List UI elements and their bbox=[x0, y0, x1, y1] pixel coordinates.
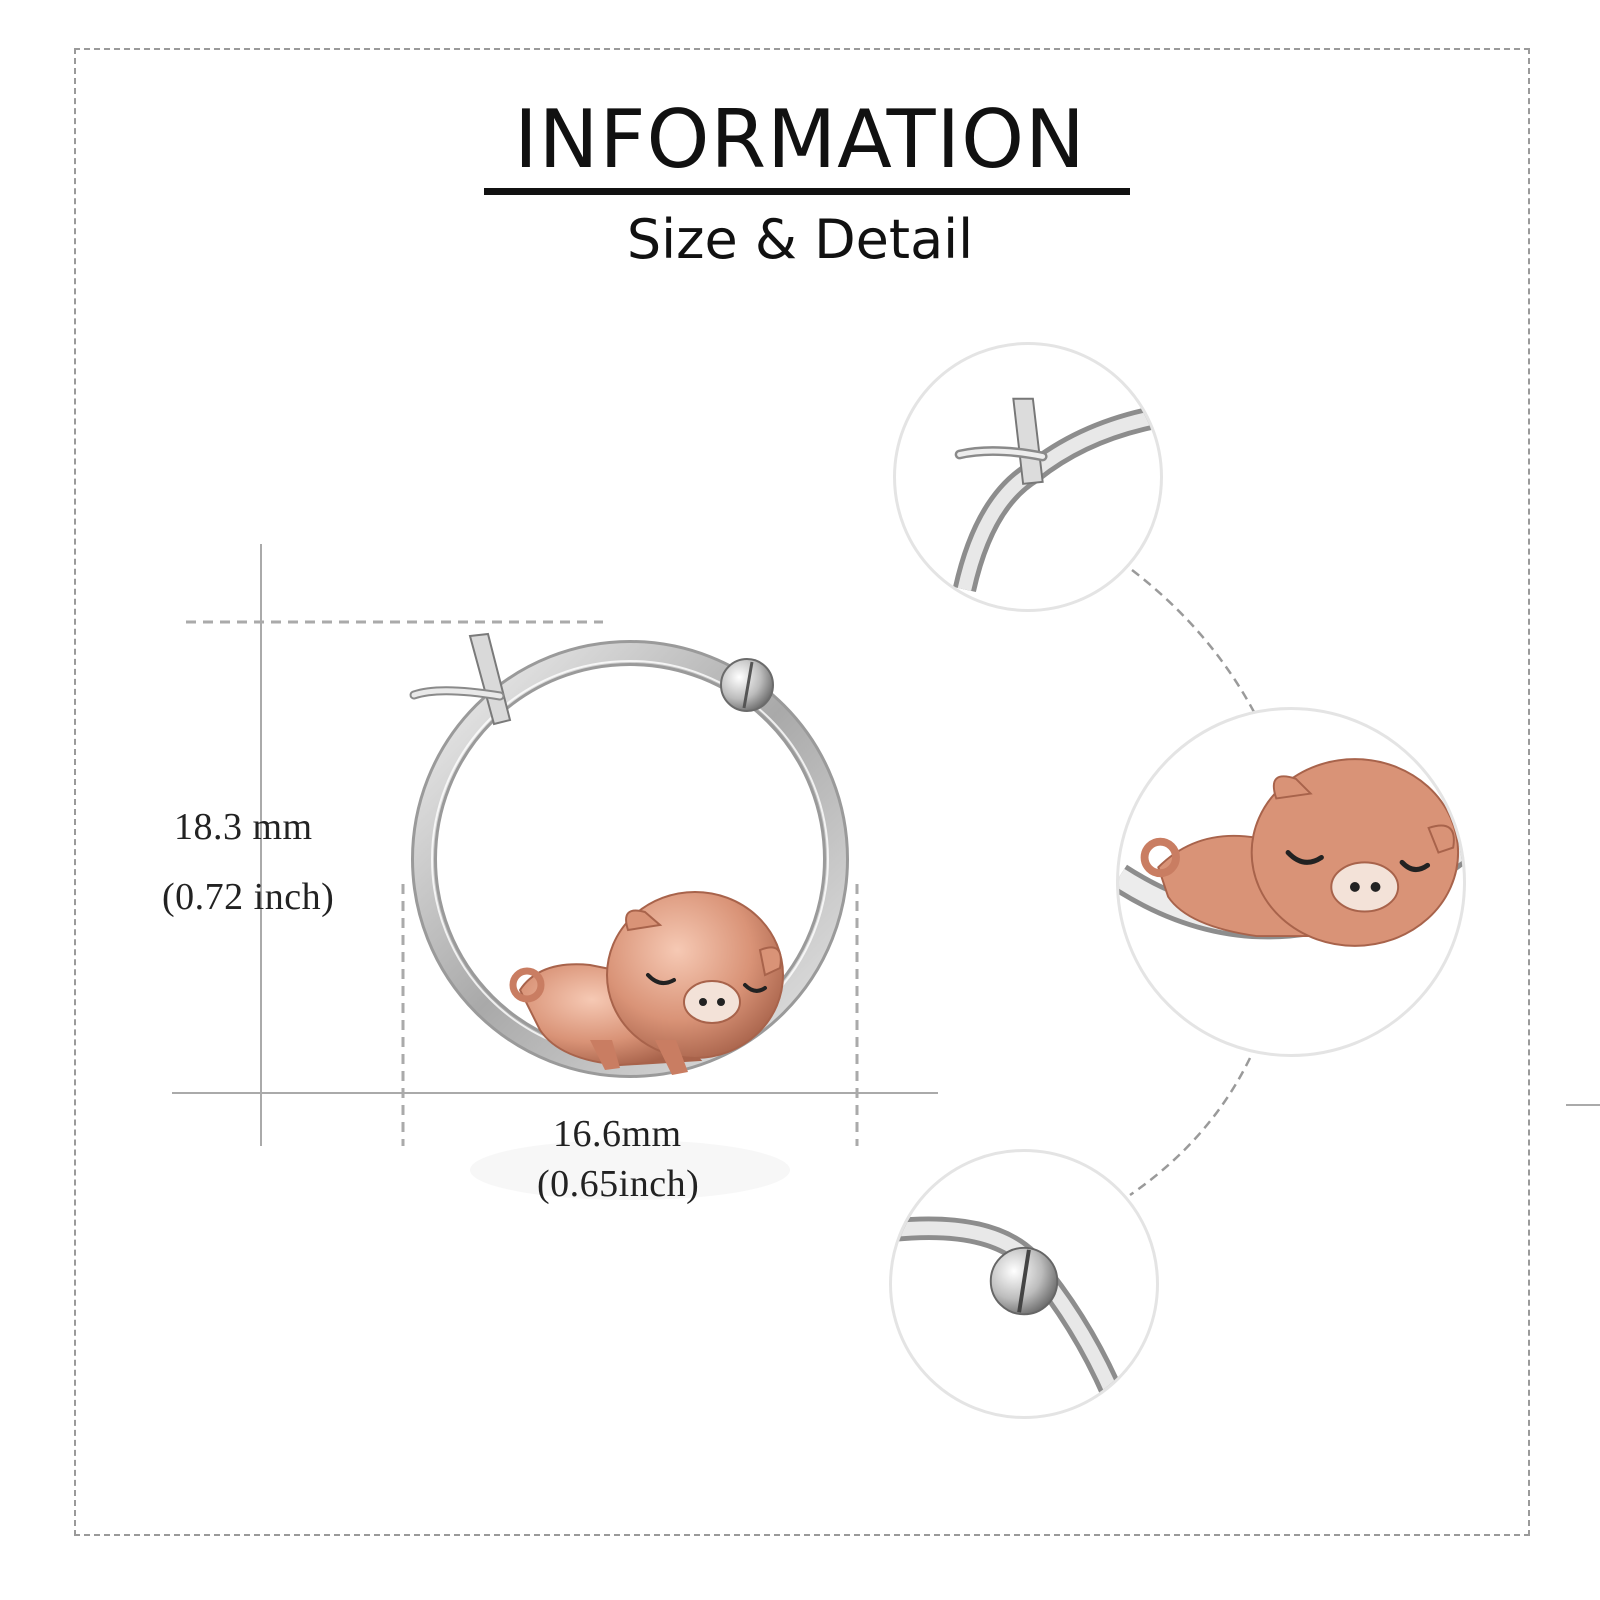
clasp-hook-icon bbox=[952, 397, 1153, 593]
sleeping-pig-icon bbox=[1119, 758, 1463, 947]
height-mm-label: 18.3 mm bbox=[174, 806, 313, 848]
detail-clasp bbox=[893, 342, 1163, 612]
height-inch-label: (0.72 inch) bbox=[162, 876, 335, 918]
detail-connector bbox=[1129, 569, 1256, 1197]
detail-hinge bbox=[889, 1149, 1159, 1419]
page-title: INFORMATION bbox=[514, 93, 1086, 186]
reflection bbox=[470, 1140, 790, 1200]
width-mm-label: 16.6mm bbox=[553, 1113, 682, 1155]
width-inch-label: (0.65inch) bbox=[537, 1163, 700, 1205]
hinge-ball-icon bbox=[892, 1216, 1133, 1416]
page-subtitle: Size & Detail bbox=[626, 208, 974, 271]
measurement-guides bbox=[172, 544, 1600, 1146]
detail-pig bbox=[1116, 707, 1466, 1057]
title-underline bbox=[484, 188, 1130, 195]
dashed-frame bbox=[74, 48, 1530, 1536]
sleeping-pig-icon bbox=[509, 891, 784, 1075]
